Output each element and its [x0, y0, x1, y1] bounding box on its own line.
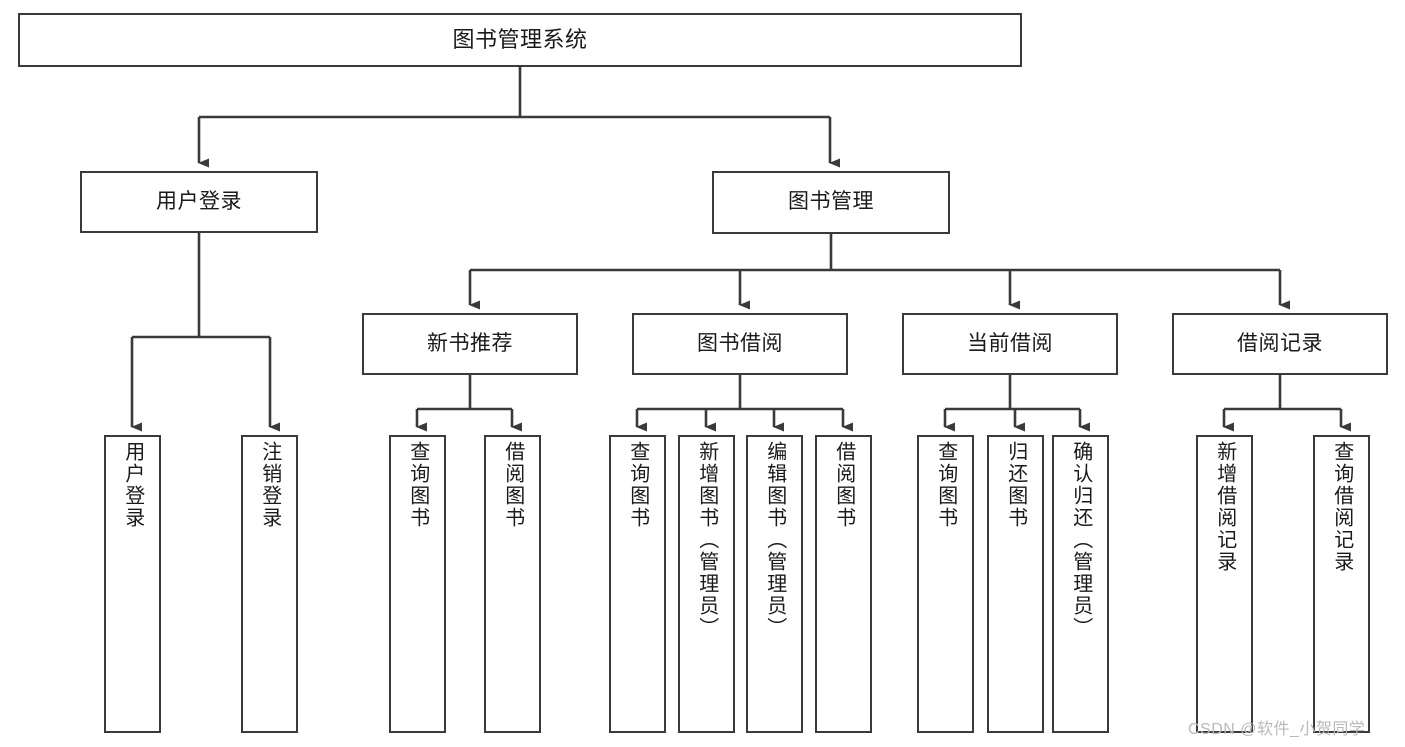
node-label: 查询图书: [626, 441, 649, 529]
node-label: 编辑图书（管理员）: [763, 441, 786, 639]
node-book-borrow[interactable]: 图书借阅: [632, 313, 848, 375]
leaf-edit-book-admin[interactable]: 编辑图书（管理员）: [746, 435, 803, 733]
leaf-borrow-book[interactable]: 借阅图书: [815, 435, 872, 733]
node-label: 查询借阅记录: [1330, 441, 1353, 573]
node-label: 注销登录: [258, 441, 281, 529]
node-label: 归还图书: [1004, 441, 1027, 529]
node-label: 查询图书: [406, 441, 429, 529]
node-current-borrow[interactable]: 当前借阅: [902, 313, 1118, 375]
node-user-login[interactable]: 用户登录: [80, 171, 318, 233]
node-label: 用户登录: [156, 189, 242, 213]
leaf-query-book-recommend[interactable]: 查询图书: [389, 435, 446, 733]
leaf-return-book[interactable]: 归还图书: [987, 435, 1044, 733]
leaf-confirm-return-admin[interactable]: 确认归还（管理员）: [1052, 435, 1109, 733]
node-book-management[interactable]: 图书管理: [712, 171, 950, 234]
node-label: 图书管理系统: [452, 27, 588, 53]
node-borrow-records[interactable]: 借阅记录: [1172, 313, 1388, 375]
node-label: 图书管理: [788, 190, 874, 214]
leaf-borrow-book-recommend[interactable]: 借阅图书: [484, 435, 541, 733]
node-label: 用户登录: [121, 441, 144, 529]
node-label: 确认归还（管理员）: [1069, 441, 1092, 639]
node-label: 当前借阅: [967, 331, 1053, 355]
leaf-user-login[interactable]: 用户登录: [104, 435, 161, 733]
leaf-query-borrow-record[interactable]: 查询借阅记录: [1313, 435, 1370, 733]
node-label: 借阅记录: [1237, 331, 1323, 355]
node-label: 借阅图书: [832, 441, 855, 529]
leaf-add-borrow-record[interactable]: 新增借阅记录: [1196, 435, 1253, 733]
node-label: 新书推荐: [427, 331, 513, 355]
node-label: 新增图书（管理员）: [695, 441, 718, 639]
leaf-query-book-borrow[interactable]: 查询图书: [609, 435, 666, 733]
watermark: CSDN @软件_小贺同学: [1188, 721, 1366, 738]
leaf-add-book-admin[interactable]: 新增图书（管理员）: [678, 435, 735, 733]
leaf-query-book-current[interactable]: 查询图书: [917, 435, 974, 733]
node-label: 借阅图书: [501, 441, 524, 529]
node-label: 查询图书: [934, 441, 957, 529]
leaf-logout[interactable]: 注销登录: [241, 435, 298, 733]
node-root-system[interactable]: 图书管理系统: [18, 13, 1022, 67]
node-label: 图书借阅: [697, 331, 783, 355]
node-new-book-recommend[interactable]: 新书推荐: [362, 313, 578, 375]
node-label: 新增借阅记录: [1213, 441, 1236, 573]
